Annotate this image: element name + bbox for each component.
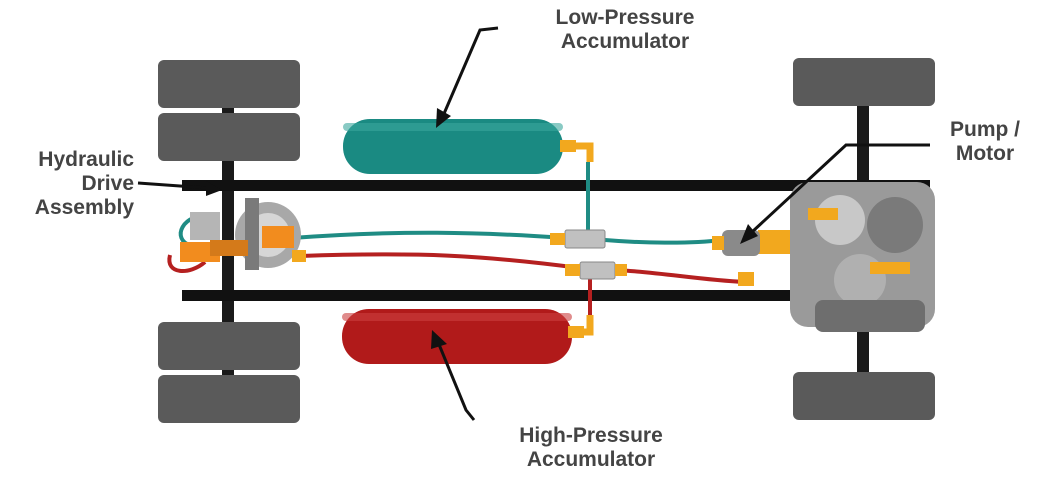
arrow-pump-motor [750,143,930,234]
hydraulic-drive-assembly-label: Hydraulic Drive Assembly [4,148,134,220]
low-pressure-label-line1: Low-Pressure [555,6,695,29]
hydraulic-drive-assembly [180,198,306,270]
high-pressure-accumulator [342,309,594,364]
low-pressure-label-line2: Accumulator [560,30,690,53]
pump-motor-label: Pump / Motor [938,118,1032,166]
low-pressure-accumulator-label: Low-Pressure Accumulator [528,6,722,54]
front-left-tire [793,58,935,106]
hydraulic-drive-label-line1: Hydraulic [38,148,134,171]
high-pressure-accumulator-label: High-Pressure Accumulator [484,424,698,472]
hydraulic-drive-label-line3: Assembly [34,196,134,219]
high-pressure-manifold [579,261,616,280]
arrow-high-pressure [436,341,476,421]
hydraulic-drive-label-line2: Drive [81,172,134,195]
pump-motor-engine [712,182,935,332]
rear-left-tire-outer [158,60,300,108]
frame-rail-bottom [182,290,930,301]
rear-axle [158,60,300,423]
high-pressure-label-line2: Accumulator [526,448,656,471]
pump-motor-label-line1: Pump / [949,118,1020,141]
rear-left-tire-inner [158,113,300,161]
front-right-tire [793,372,935,420]
arrow-low-pressure [441,26,499,117]
rear-right-tire-inner [158,322,300,370]
frame-rail-top [182,180,930,191]
callout-arrows [137,26,930,421]
high-pressure-label-line1: High-Pressure [519,424,663,447]
arrow-hydraulic-drive [137,181,209,190]
pump-motor-label-line2: Motor [955,142,1015,165]
low-pressure-accumulator [343,119,594,174]
high-pressure-lines [167,252,746,315]
rear-right-tire-outer [158,375,300,423]
low-pressure-manifold [564,229,606,249]
arrow-heads [206,108,758,349]
